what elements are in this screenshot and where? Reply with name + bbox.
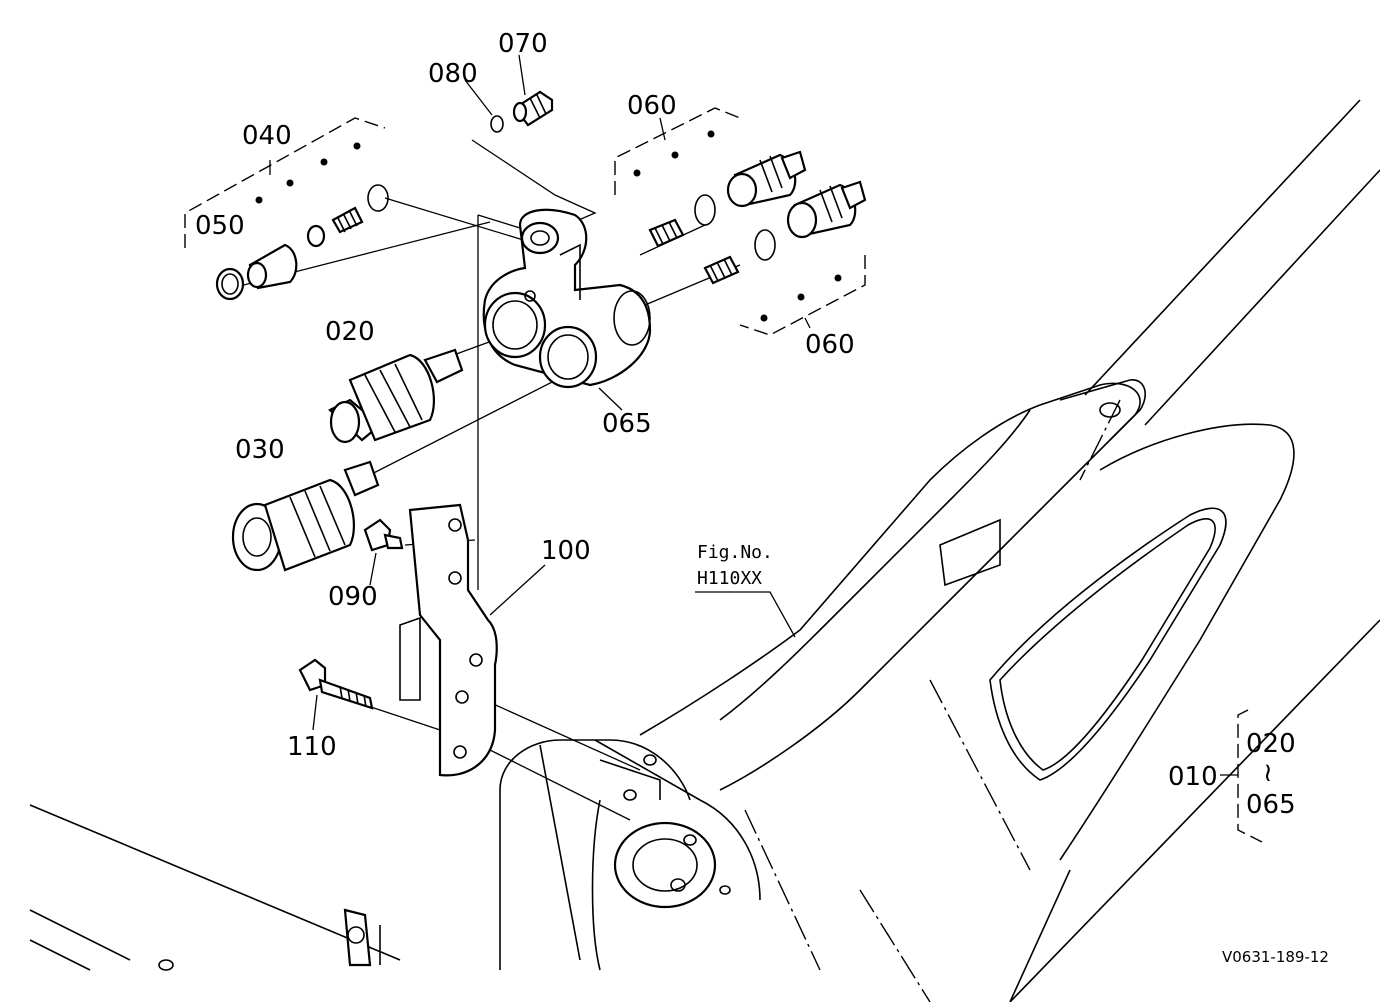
figure-ref-line1: Fig.No. [697, 542, 773, 563]
callout-070: 070 [498, 29, 548, 59]
range-from: 020 [1246, 729, 1296, 759]
check-valve-040 [215, 142, 389, 301]
callout-030: 030 [235, 435, 285, 465]
drawing-code: V0631-189-12 [1222, 948, 1329, 966]
callout-065: 065 [602, 409, 652, 439]
callout-110: 110 [287, 732, 337, 762]
bolt-090 [363, 518, 404, 552]
callout-040: 040 [242, 121, 292, 151]
callout-010: 010 [1168, 762, 1218, 792]
bracket-plate-100 [399, 503, 498, 777]
figure-ref-line2: H110XX [697, 568, 762, 589]
loader-arm [29, 99, 1380, 1002]
callout-100: 100 [541, 536, 591, 566]
range-to: 065 [1246, 790, 1296, 820]
callout-060-top: 060 [627, 91, 677, 121]
group-brackets [184, 107, 1263, 843]
bolt-110 [298, 658, 374, 710]
callout-080: 080 [428, 59, 478, 89]
quick-coupler-030 [231, 460, 380, 572]
range-tilde: ≀ [1263, 758, 1273, 788]
fitting-070 [490, 90, 554, 133]
callout-090: 090 [328, 582, 378, 612]
callout-050: 050 [195, 211, 245, 241]
valve-body [482, 208, 652, 389]
quick-coupler-020 [328, 348, 464, 444]
callout-060-bottom: 060 [805, 330, 855, 360]
callout-020: 020 [325, 317, 375, 347]
check-valve-060 [633, 130, 867, 322]
